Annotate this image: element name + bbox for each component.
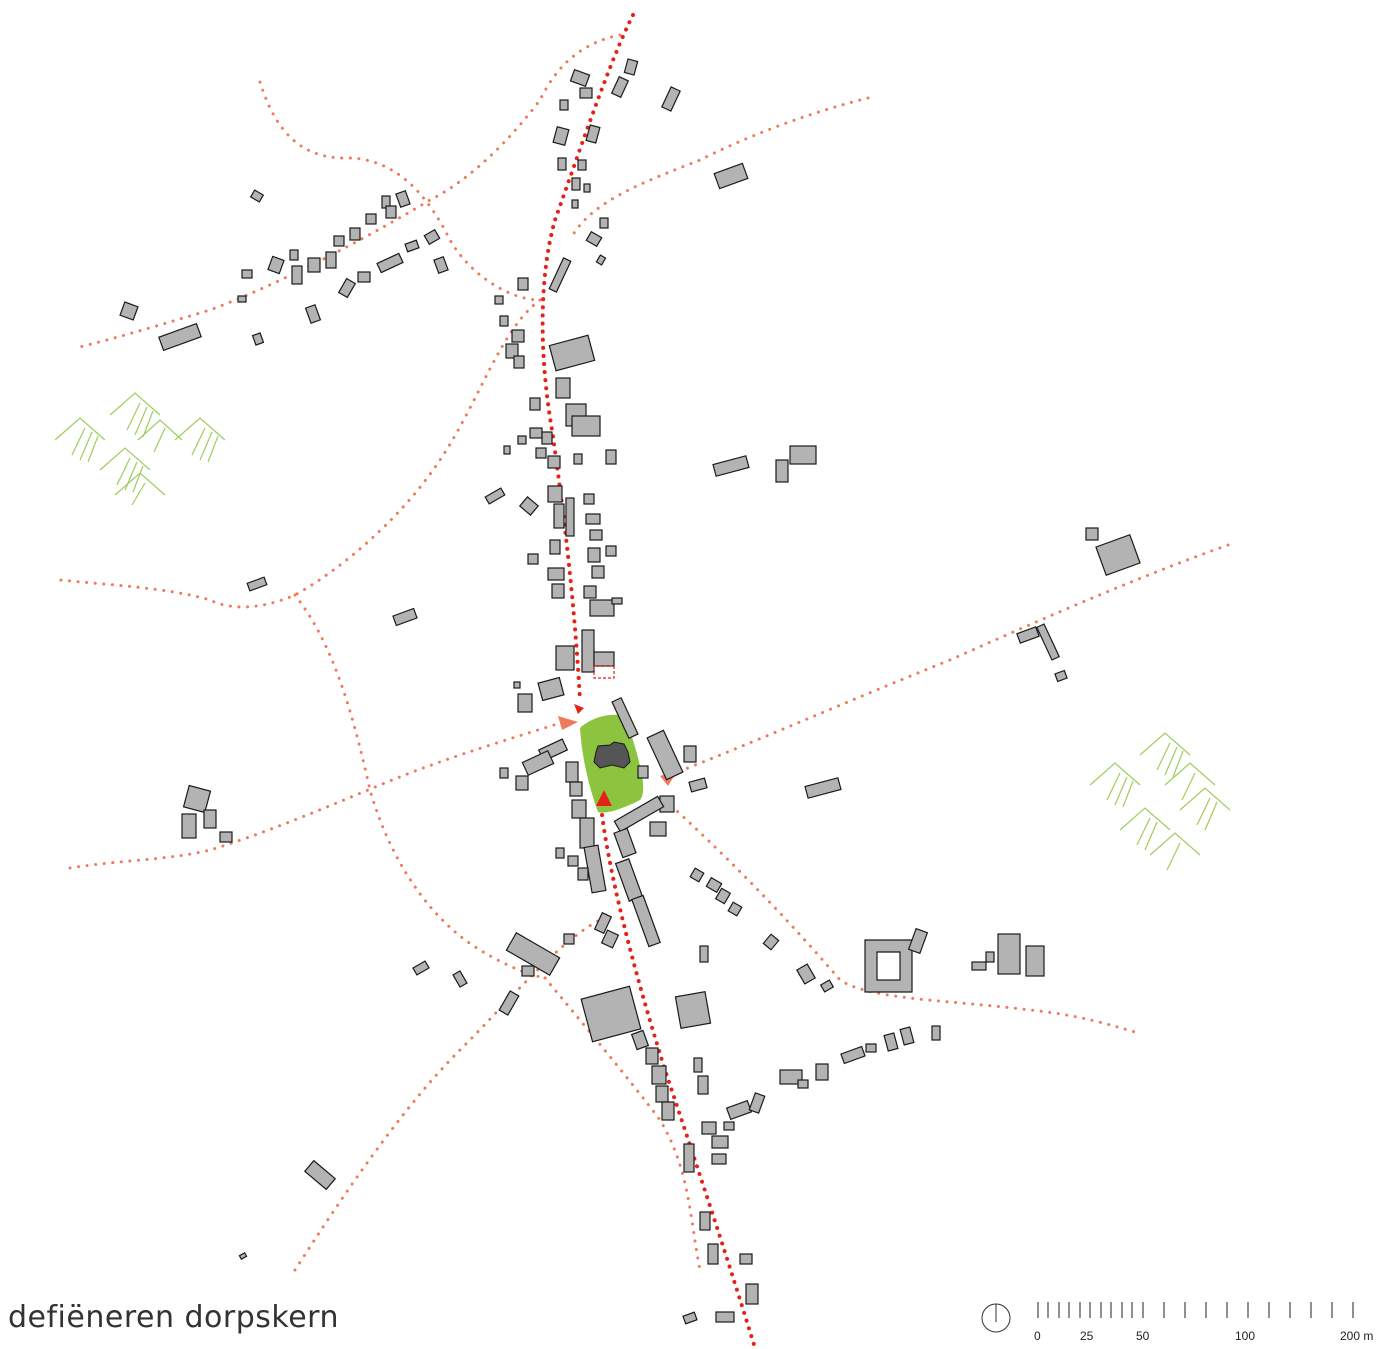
- scale-bar: [1037, 1302, 1354, 1318]
- scale-labels: 0 25 50 100 200 m: [1034, 1329, 1373, 1343]
- scale-tick-100: 100: [1235, 1329, 1255, 1343]
- entry-arrow-icon: [574, 704, 584, 714]
- entry-arrow-icon: [596, 790, 612, 806]
- map-title: defiëneren dorpskern: [8, 1300, 339, 1335]
- scale-tick-25: 25: [1080, 1329, 1094, 1343]
- forest-icon: [54, 392, 226, 506]
- secondary-paths: [58, 33, 1230, 1272]
- church: [593, 741, 631, 769]
- path-northeast: [568, 96, 870, 242]
- main-road-south: [600, 813, 757, 1349]
- forest-icon: [1089, 732, 1231, 871]
- north-arrow-icon: [981, 1303, 1011, 1333]
- path-southeast: [663, 798, 1137, 1034]
- main-road: [540, 13, 757, 1349]
- path-south-left: [293, 918, 602, 1272]
- scale-tick-0: 0: [1034, 1329, 1041, 1343]
- scale-tick-50: 50: [1136, 1329, 1150, 1343]
- path-north-branch: [73, 33, 622, 350]
- entry-arrow-icon: [558, 716, 578, 730]
- main-road-north: [540, 13, 635, 702]
- path-west-to-south: [293, 593, 547, 980]
- scale-tick-200: 200 m: [1340, 1329, 1373, 1343]
- path-west-lower: [68, 718, 572, 870]
- buildings: [119, 58, 1141, 1325]
- path-northwest-arc: [258, 80, 542, 302]
- path-east-long: [668, 543, 1230, 777]
